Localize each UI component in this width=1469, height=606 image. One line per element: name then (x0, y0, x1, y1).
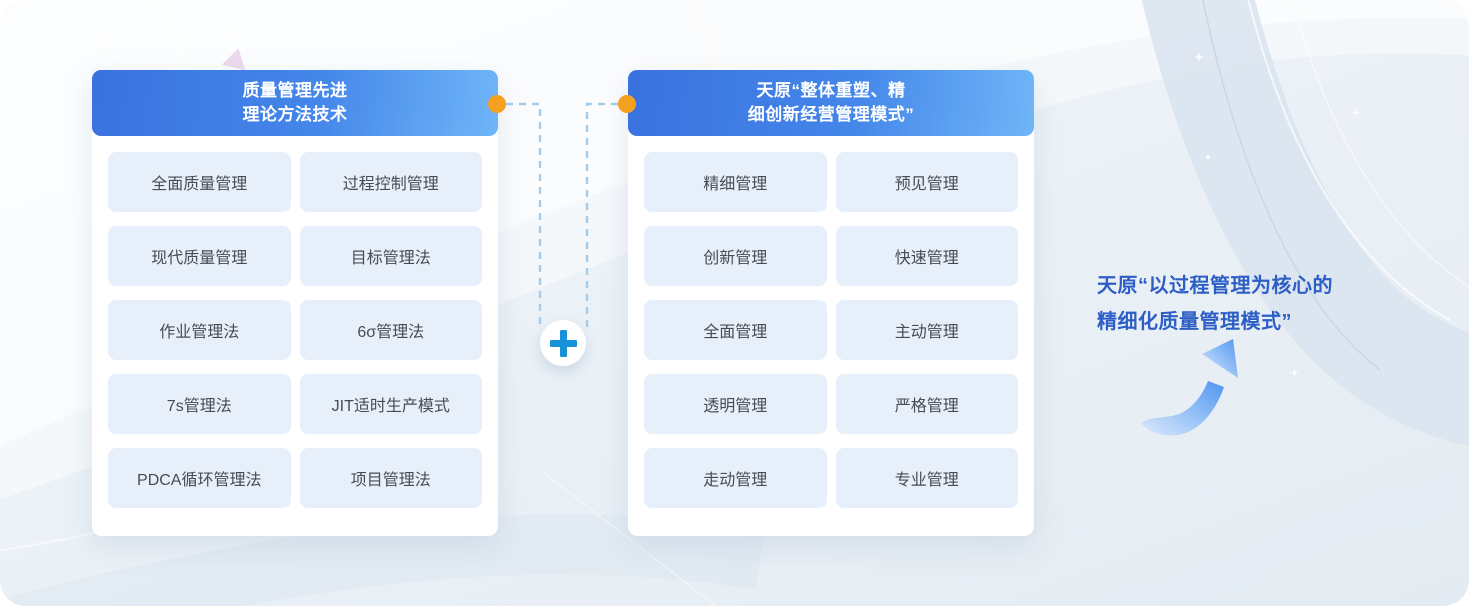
sparkle-icon (1194, 52, 1204, 62)
result-caption-line1: 天原“以过程管理为核心的 (1097, 275, 1333, 297)
right-panel-grid: 精细管理 预见管理 创新管理 快速管理 全面管理 主动管理 透明管理 严格管理 … (628, 136, 1034, 508)
sparkle-icon (1290, 368, 1299, 377)
left-panel: 质量管理先进 理论方法技术 全面质量管理 过程控制管理 现代质量管理 目标管理法… (92, 70, 498, 536)
method-cell: JIT适时生产模式 (299, 374, 482, 434)
mode-cell: 创新管理 (644, 226, 827, 286)
mode-cell: 主动管理 (835, 300, 1018, 360)
left-panel-header: 质量管理先进 理论方法技术 (92, 70, 498, 136)
arrow-icon (1141, 339, 1238, 436)
mode-cell: 预见管理 (835, 152, 1018, 212)
method-cell: PDCA循环管理法 (108, 448, 291, 508)
method-cell: 现代质量管理 (108, 226, 291, 286)
mode-cell: 严格管理 (835, 374, 1018, 434)
mode-cell: 精细管理 (644, 152, 827, 212)
method-cell: 7s管理法 (108, 374, 291, 434)
right-panel-header: 天原“整体重塑、精 细创新经营管理模式” (628, 70, 1034, 136)
method-cell: 目标管理法 (299, 226, 482, 286)
result-caption: 天原“以过程管理为核心的 精细化质量管理模式” (1097, 268, 1417, 340)
left-panel-grid: 全面质量管理 过程控制管理 现代质量管理 目标管理法 作业管理法 6σ管理法 7… (92, 136, 498, 508)
method-cell: 过程控制管理 (299, 152, 482, 212)
connector-dot-left (488, 95, 506, 113)
mode-cell: 全面管理 (644, 300, 827, 360)
plus-icon (540, 320, 586, 366)
connector-dot-right (618, 95, 636, 113)
triangle-decoration (222, 45, 250, 70)
sparkle-icon (1204, 153, 1212, 161)
left-panel-title: 质量管理先进 理论方法技术 (242, 81, 348, 124)
sparkle-icon (101, 38, 112, 49)
right-panel-title: 天原“整体重塑、精 细创新经营管理模式” (747, 81, 915, 124)
method-cell: 项目管理法 (299, 448, 482, 508)
mode-cell: 专业管理 (835, 448, 1018, 508)
mode-cell: 快速管理 (835, 226, 1018, 286)
right-panel: 天原“整体重塑、精 细创新经营管理模式” 精细管理 预见管理 创新管理 快速管理… (628, 70, 1034, 536)
method-cell: 6σ管理法 (299, 300, 482, 360)
sparkle-icon (1352, 108, 1361, 117)
method-cell: 全面质量管理 (108, 152, 291, 212)
method-cell: 作业管理法 (108, 300, 291, 360)
mode-cell: 走动管理 (644, 448, 827, 508)
sparkle-icon (229, 30, 237, 38)
result-caption-line2: 精细化质量管理模式” (1097, 311, 1292, 333)
mode-cell: 透明管理 (644, 374, 827, 434)
